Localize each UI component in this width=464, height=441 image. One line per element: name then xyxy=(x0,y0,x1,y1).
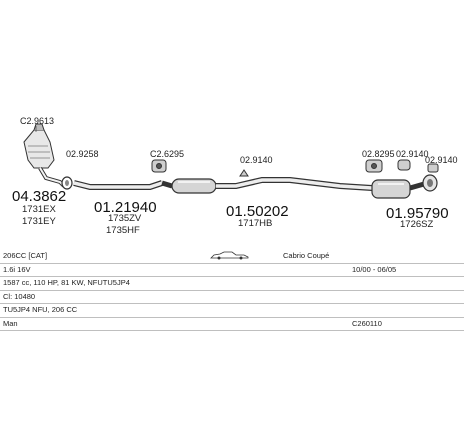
mount3-ref-small: 02.9140 xyxy=(396,149,429,159)
rear-ref-main: 01.95790 xyxy=(386,205,449,222)
table-row: TU5JP4 NFU, 206 CC xyxy=(0,304,464,318)
clamp1-ref-small: 02.9258 xyxy=(66,149,99,159)
engine-spec-cell: 1587 cc, 110 HP, 81 KW, NFUTU5JP4 xyxy=(3,278,130,287)
cat-oem-2: 1731EY xyxy=(22,216,56,227)
body-type-cell: Cabrio Coupé xyxy=(283,251,330,260)
transmission-cell: Man xyxy=(3,318,18,328)
cat-ref-small: C2.9613 xyxy=(20,116,54,126)
clamp-2[interactable] xyxy=(427,163,439,173)
middle-silencer[interactable] xyxy=(161,177,373,194)
cat-oem-1: 1731EX xyxy=(22,204,56,215)
hanger-mid[interactable] xyxy=(239,169,249,177)
rear-silencer[interactable] xyxy=(371,174,438,199)
pipe1-oem-2: 1735HF xyxy=(106,225,140,236)
table-row: 1587 cc, 110 HP, 81 KW, NFUTU5JP4 xyxy=(0,277,464,291)
table-row: 206CC [CAT] Cabrio Coupé xyxy=(0,250,464,264)
cl-cell: Cl: 10480 xyxy=(3,291,36,301)
pipe1-ref-main: 01.21940 xyxy=(94,199,157,216)
mount2-ref-small: 02.8295 xyxy=(362,149,395,159)
table-row: Man C260110 xyxy=(0,318,464,331)
mount-1[interactable] xyxy=(151,159,167,173)
code-cell: C260110 xyxy=(352,318,382,328)
table-row: Cl: 10480 xyxy=(0,291,464,304)
engine-code-cell: TU5JP4 NFU, 206 CC xyxy=(3,305,78,314)
mount-2[interactable] xyxy=(365,159,383,173)
vehicle-info-table: 206CC [CAT] Cabrio Coupé 1.6i 16V 10/00 … xyxy=(0,250,464,331)
exhaust-system-diagram: C2.9613 02.9258 C2.6295 02.9140 02.8295 … xyxy=(12,116,458,236)
cat-ref-main: 04.3862 xyxy=(12,188,66,205)
model-cell: 206CC [CAT] xyxy=(3,251,48,260)
table-row: 1.6i 16V 10/00 - 06/05 xyxy=(0,264,464,277)
clamp-1[interactable] xyxy=(61,176,73,190)
mid-ref-small: 02.9140 xyxy=(240,155,273,165)
mount-3[interactable] xyxy=(397,159,411,171)
clamp2-ref-small: 02.9140 xyxy=(425,155,458,165)
engine-cell: 1.6i 16V xyxy=(3,264,31,274)
catalytic-converter[interactable] xyxy=(23,123,66,188)
rear-oem-1: 1726SZ xyxy=(400,219,433,230)
mid-oem-1: 1717HB xyxy=(238,218,272,229)
mid-ref-main: 01.50202 xyxy=(226,203,289,220)
mount1-ref-small: C2.6295 xyxy=(150,149,184,159)
date-range-cell: 10/00 - 06/05 xyxy=(352,264,397,274)
car-icon xyxy=(210,251,252,262)
pipe1-oem-1: 1735ZV xyxy=(108,213,142,224)
front-pipe[interactable] xyxy=(73,180,163,190)
